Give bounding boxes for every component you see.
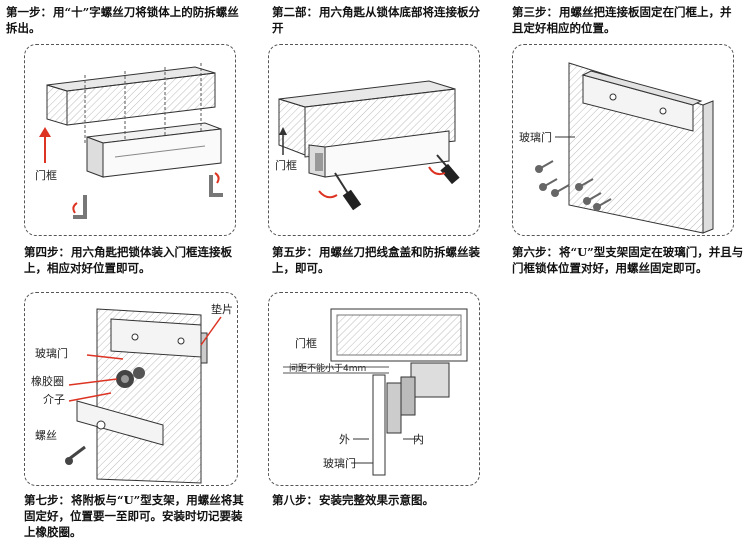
rubber-ring-label: 橡胶圈 — [31, 374, 64, 388]
glass-door-label: 玻璃门 — [519, 130, 552, 144]
panel-step-7: 垫片 玻璃门 橡胶圈 介子 螺丝 — [24, 292, 238, 486]
lock-removal-illustration: 门框 — [35, 63, 223, 219]
inside-label: 内 — [413, 432, 424, 446]
lock-separate-illustration: 门框 — [275, 80, 460, 211]
step-8-text: 第八步：安装完整效果示意图。 — [272, 493, 434, 507]
door-frame-label-2: 门框 — [275, 158, 297, 172]
step-7-text: 第七步：将附板与“U”型支架，用螺丝将其固定好，位置要一至即可。安装时切记要装上… — [24, 493, 244, 539]
step-2-text: 第二部：用六角匙从锁体底部将连接板分开 — [272, 5, 480, 35]
panel-step-8: 门框 间距不能小于4mm 外 内 玻璃门 — [268, 292, 480, 486]
step-4-text: 第四步：用六角匙把锁体装入门框连接板上，相应对好位置即可。 — [24, 245, 232, 275]
step-3-text: 第三步：用螺丝把连接板固定在门框上，并且定好相应的位置。 — [512, 5, 732, 35]
gap-note: 间距不能小于4mm — [289, 362, 366, 374]
glass-door-label-3: 玻璃门 — [323, 456, 356, 470]
panel-step-1: 门框 — [24, 44, 236, 236]
door-frame-label: 门框 — [35, 168, 57, 182]
mount-plate-illustration: 玻璃门 — [519, 62, 714, 234]
shim-label: 垫片 — [211, 302, 233, 316]
panel-step-2: 门框 — [268, 44, 480, 236]
panel-step-3: 玻璃门 — [512, 44, 734, 236]
door-frame-label-3: 门框 — [295, 336, 317, 350]
glass-door-label-2: 玻璃门 — [35, 346, 68, 360]
u-bracket-illustration: 垫片 玻璃门 橡胶圈 介子 螺丝 — [31, 302, 233, 484]
step-6-text: 第六步：将“U”型支架固定在玻璃门，并且与门框锁体位置对好，用螺丝固定即可。 — [512, 245, 744, 275]
screw-label: 螺丝 — [35, 429, 57, 442]
u-bracket-label: 介子 — [43, 393, 65, 406]
step-1-text: 第一步：用“十”字螺丝刀将锁体上的防拆螺丝拆出。 — [6, 5, 239, 35]
step-5-text: 第五步：用螺丝刀把线盒盖和防拆螺丝装上，即可。 — [272, 245, 480, 275]
outside-label: 外 — [339, 433, 350, 446]
installed-cross-section: 门框 间距不能小于4mm 外 内 玻璃门 — [283, 308, 468, 476]
